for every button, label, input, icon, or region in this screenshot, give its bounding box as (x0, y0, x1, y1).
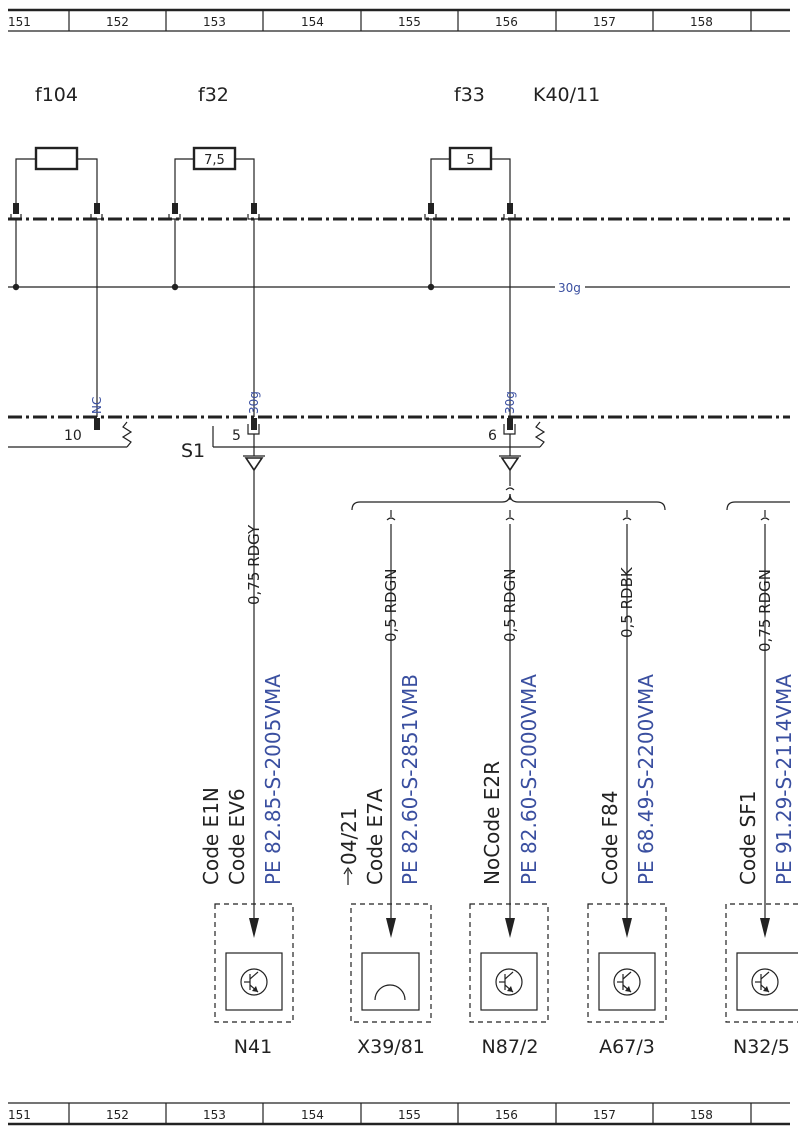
relay-label-k40: K40/11 (533, 84, 600, 106)
pin-6: 6 (488, 428, 497, 444)
lower-connector-pins (8, 418, 546, 448)
grid-col-155: 155 (398, 15, 421, 29)
splice-symbols (243, 434, 521, 472)
fuse-feed-wires (15, 219, 511, 417)
fuse-f33: 5 (430, 146, 511, 212)
grid-header-top: 151 152 153 154 155 156 157 158 (8, 8, 790, 32)
fuse-f104 (15, 146, 98, 212)
bus-label: 30g (558, 281, 581, 295)
wire-gauge-n32: 0,75 RDGN (756, 569, 774, 652)
fuse-label-f104: f104 (35, 84, 78, 106)
grid-col-157-bottom: 157 (593, 1108, 616, 1122)
pin-10: 10 (64, 428, 82, 444)
wire-gauge-n41: 0,75 RDGY (245, 524, 263, 605)
wire-gauge-a67: 0,5 RDBK (618, 566, 636, 638)
wire-code-n87: NoCode E2R (480, 761, 504, 885)
terminal-label-30g-a: 30g (247, 391, 261, 414)
wire-code-n32: Code SF1 (736, 791, 760, 885)
grid-col-155-bottom: 155 (398, 1108, 421, 1122)
wire-doc-n32: PE 91.29-S-2114VMA (772, 674, 796, 885)
arrow-up-icon (343, 866, 353, 885)
wire-gauge-x39: 0,5 RDGN (382, 569, 400, 642)
fuse-value-f32: 7,5 (204, 153, 225, 168)
terminal-label-30g-b: 30g (503, 391, 517, 414)
wire-doc-x39: PE 82.60-S-2851VMB (398, 674, 422, 885)
wire-prefix-x39: 04/21 (337, 807, 361, 865)
component-label-n87: N87/2 (482, 1036, 539, 1058)
socket-icon (374, 984, 406, 1001)
transistor-icon (495, 968, 523, 996)
grid-col-156: 156 (495, 15, 518, 29)
fuse-label-f32: f32 (198, 84, 229, 106)
component-n41 (214, 903, 294, 1023)
grid-col-158-bottom: 158 (690, 1108, 713, 1122)
grid-col-153-bottom: 153 (203, 1108, 226, 1122)
grid-col-152-bottom: 152 (106, 1108, 129, 1122)
grid-col-156-bottom: 156 (495, 1108, 518, 1122)
wire-a67 (622, 510, 632, 938)
grid-footer-bottom: 151 152 153 154 155 156 157 158 (8, 1102, 790, 1126)
component-label-n41: N41 (234, 1036, 272, 1058)
branch-brace (351, 470, 790, 511)
grid-col-157: 157 (593, 15, 616, 29)
fuse-label-f33: f33 (454, 84, 485, 106)
wire-n32 (760, 510, 770, 938)
component-x39 (350, 903, 432, 1023)
wire-code-n41-a: Code E1N (199, 787, 223, 885)
wire-n41 (249, 470, 259, 938)
wire-code-x39: Code E7A (363, 788, 387, 885)
wire-doc-n41: PE 82.85-S-2005VMA (261, 674, 285, 885)
wire-x39 (386, 510, 396, 938)
wire-code-n41-b: Code EV6 (225, 788, 249, 885)
component-a67 (587, 903, 667, 1023)
wire-doc-n87: PE 82.60-S-2000VMA (517, 674, 541, 885)
fuse-f32: 7,5 (174, 146, 255, 212)
grid-col-152: 152 (106, 15, 129, 29)
bus-30g: 30g (8, 280, 790, 295)
wire-doc-a67: PE 68.49-S-2200VMA (634, 674, 658, 885)
component-label-n32: N32/5 (733, 1036, 790, 1058)
grid-col-153: 153 (203, 15, 226, 29)
pin-5: 5 (232, 428, 241, 444)
fuse-value-f33: 5 (466, 153, 474, 168)
grid-col-154: 154 (301, 15, 324, 29)
wire-code-a67: Code F84 (598, 790, 622, 885)
wire-n87 (505, 510, 515, 938)
component-n87 (469, 903, 549, 1023)
fuse-connector-pins (10, 203, 516, 220)
transistor-icon (613, 968, 641, 996)
transistor-icon (751, 968, 779, 996)
wire-gauge-n87: 0,5 RDGN (501, 569, 519, 642)
grid-col-151-bottom: 151 (8, 1108, 31, 1122)
component-n32 (725, 903, 798, 1023)
terminal-label-nc: NC (90, 397, 104, 414)
grid-col-158: 158 (690, 15, 713, 29)
splice-label-s1: S1 (181, 440, 205, 462)
transistor-icon (240, 968, 268, 996)
grid-col-151: 151 (8, 15, 31, 29)
component-label-x39: X39/81 (357, 1036, 425, 1058)
grid-col-154-bottom: 154 (301, 1108, 324, 1122)
component-label-a67: A67/3 (599, 1036, 655, 1058)
